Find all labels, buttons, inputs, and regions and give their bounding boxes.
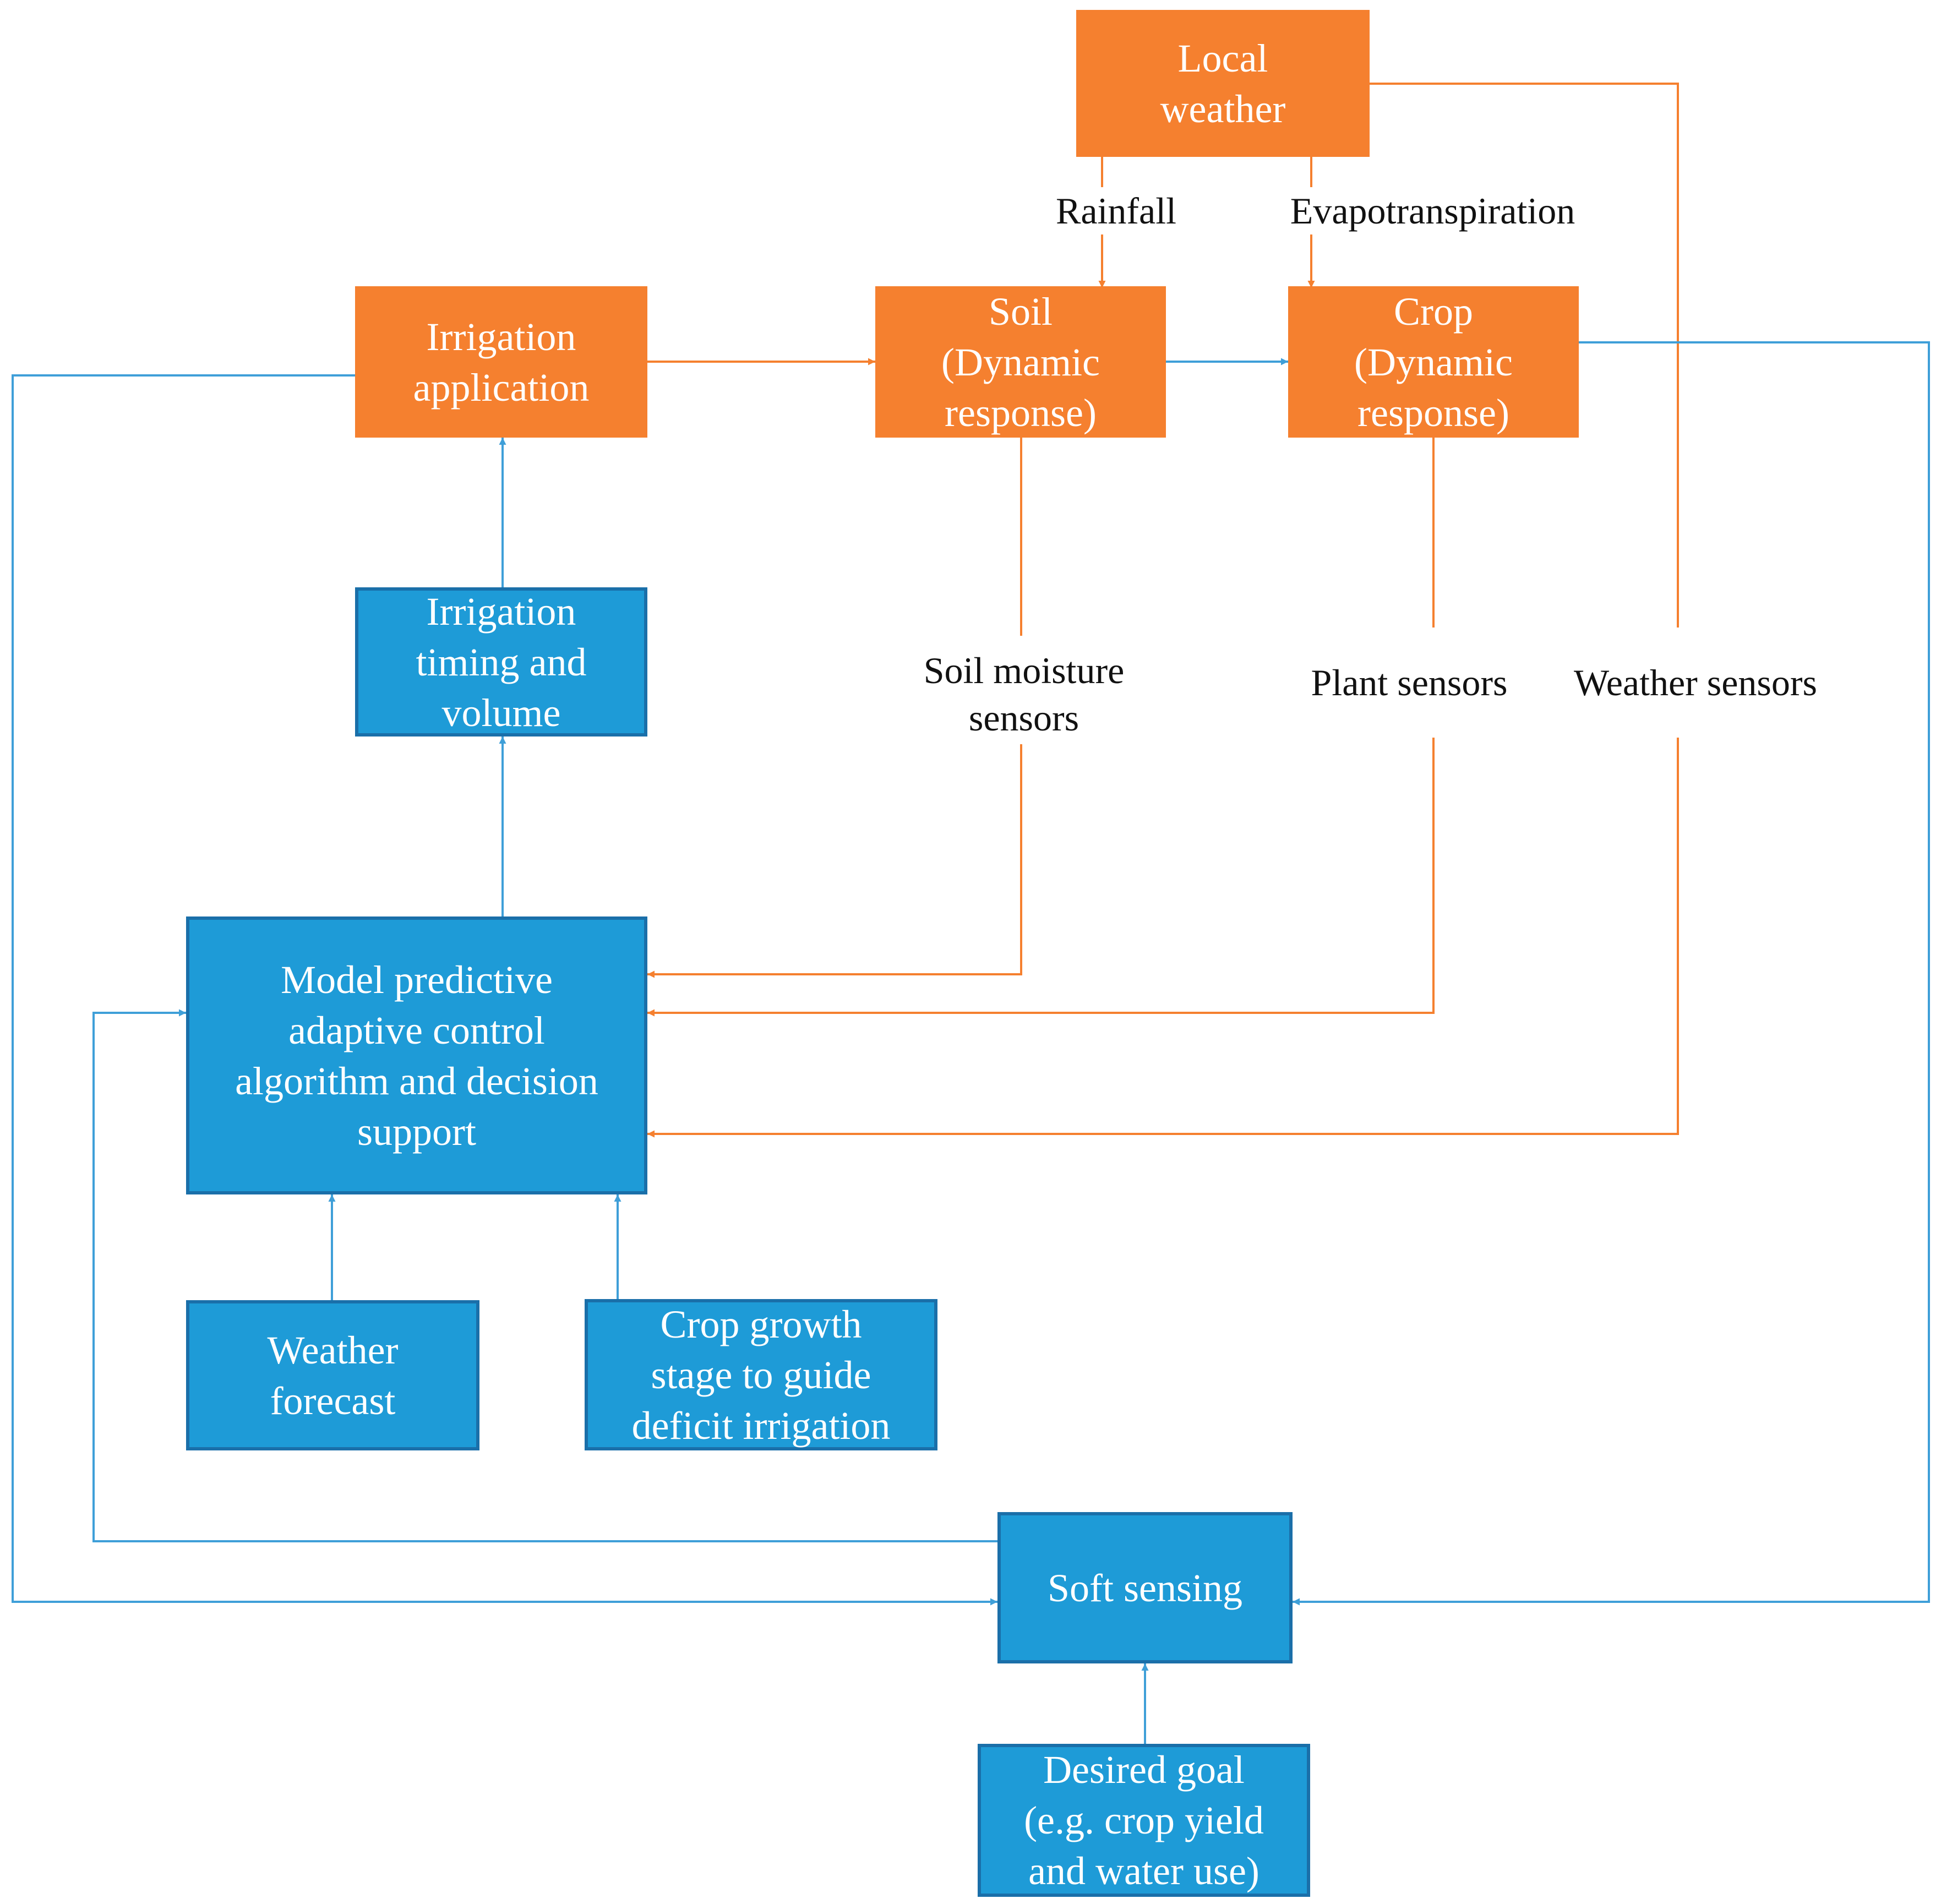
weather-sensors-to-model-arrow	[647, 738, 1679, 1138]
plant-sensors-label: Plant sensors	[1299, 659, 1519, 706]
plant-sensors-to-model-arrow	[647, 738, 1435, 1017]
desired-goal-label: Desired goal (e.g. crop yield and water …	[1024, 1748, 1264, 1893]
crop-to-soft-sensing-arrow	[1293, 341, 1930, 1606]
weather-sensors-label: Weather sensors	[1563, 659, 1828, 706]
application-to-soft-sensing-arrow	[12, 374, 997, 1606]
local-weather-label: Local weather	[1160, 36, 1286, 131]
irrigation-timing-box: Irrigation timing and volume	[355, 587, 647, 736]
local-weather-to-weather-sensors-line	[1370, 83, 1679, 628]
rainfall-label: Rainfall	[1043, 187, 1189, 234]
irrigation-application-box: Irrigation application	[355, 286, 647, 438]
crop-box: Crop (Dynamic response)	[1288, 286, 1579, 438]
weather-forecast-box: Weather forecast	[186, 1300, 479, 1450]
soft-sensing-to-model-arrow	[92, 1009, 997, 1542]
model-predictive-label: Model predictive adaptive control algori…	[235, 957, 598, 1154]
irrigation-timing-label: Irrigation timing and volume	[416, 589, 587, 735]
moisture-sensors-to-model-arrow	[647, 744, 1022, 978]
soft-sensing-label: Soft sensing	[1047, 1565, 1243, 1610]
evapotranspiration-label: Evapotranspiration	[1280, 187, 1585, 234]
crop-growth-stage-label: Crop growth stage to guide deficit irrig…	[631, 1302, 891, 1448]
soil-box: Soil (Dynamic response)	[875, 286, 1166, 438]
crop-label: Crop (Dynamic response)	[1354, 289, 1513, 435]
soil-moisture-sensors-label: Soil moisture sensors	[914, 647, 1134, 741]
weather-forecast-label: Weather forecast	[267, 1328, 399, 1423]
local-weather-box: Local weather	[1076, 10, 1370, 157]
soft-sensing-box: Soft sensing	[997, 1512, 1293, 1663]
crop-growth-stage-box: Crop growth stage to guide deficit irrig…	[585, 1299, 937, 1450]
model-predictive-box: Model predictive adaptive control algori…	[186, 916, 647, 1194]
desired-goal-box: Desired goal (e.g. crop yield and water …	[978, 1744, 1310, 1897]
soil-label: Soil (Dynamic response)	[941, 289, 1100, 435]
irrigation-application-label: Irrigation application	[413, 314, 590, 410]
